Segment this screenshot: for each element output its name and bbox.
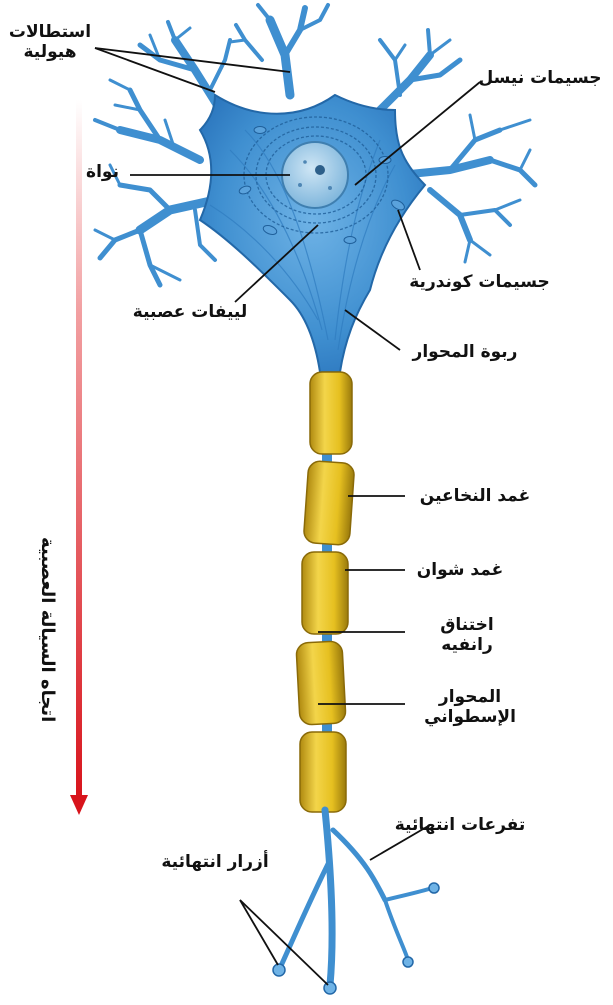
label-axon: المحوار الإسطواني <box>405 687 535 727</box>
label-schwann-sheath: غمد شوان <box>405 560 515 580</box>
label-dendrites: استطالات هيولية <box>0 22 100 62</box>
label-nissl-bodies: جسيمات نيسل <box>470 68 610 88</box>
terminal-buttons <box>273 883 439 994</box>
myelin-segments <box>296 372 355 812</box>
label-terminal-branches: تفرعات انتهائية <box>380 815 540 835</box>
label-myelin-sheath: غمد النخاعين <box>405 486 545 506</box>
label-impulse-direction: اتجاه السيالة العصبية <box>8 420 58 840</box>
label-nucleus: نواة <box>75 162 130 182</box>
nucleus <box>282 142 348 208</box>
label-axon-hillock: ربوة المحوار <box>400 342 530 362</box>
label-mitochondria: جسيمات كوندرية <box>392 272 567 292</box>
impulse-direction-arrow <box>70 100 88 815</box>
label-ranvier-node: اختناق رانفيه <box>412 615 522 655</box>
label-neurofibrils: لييفات عصبية <box>120 302 260 322</box>
label-terminal-buttons: أزرار انتهائية <box>140 852 290 872</box>
